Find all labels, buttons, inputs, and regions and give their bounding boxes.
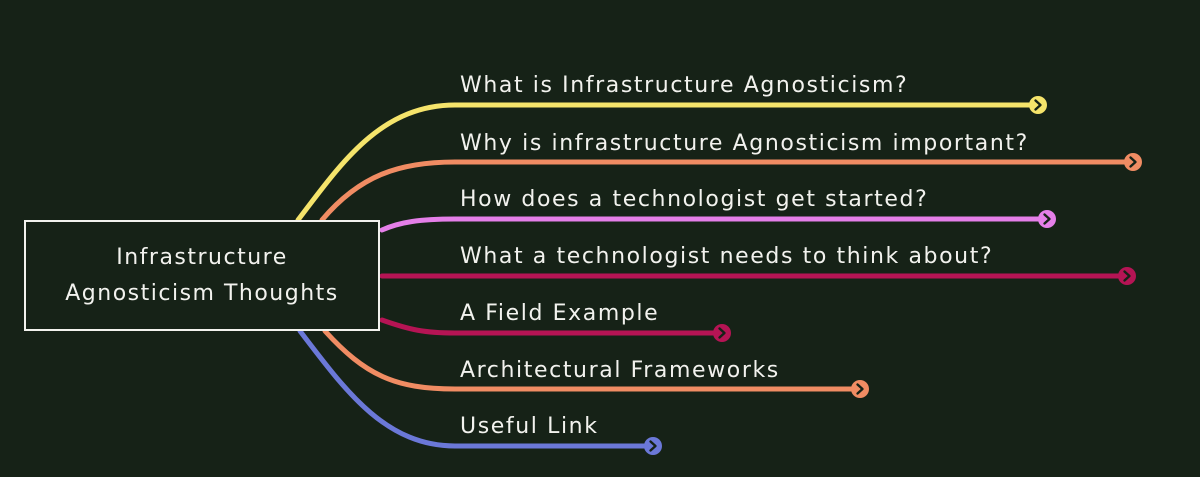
branch-connector-field-example — [379, 317, 718, 336]
branch-connector-what-is — [295, 102, 1033, 223]
chevron-right-icon[interactable] — [1124, 153, 1142, 171]
branch-label-field-example[interactable]: A Field Example — [460, 301, 660, 326]
branch-label-why-important[interactable]: Why is infrastructure Agnosticism import… — [460, 131, 1029, 156]
branch-label-frameworks[interactable]: Architectural Frameworks — [460, 358, 780, 383]
root-title: Infrastructure Agnosticism Thoughts — [65, 244, 339, 306]
chevron-right-icon[interactable] — [713, 324, 731, 342]
chevron-right-icon[interactable] — [1029, 96, 1047, 114]
chevron-right-icon[interactable] — [1118, 267, 1136, 285]
branch-label-think-about[interactable]: What a technologist needs to think about… — [460, 244, 994, 269]
branch-connector-why-important — [319, 159, 1128, 223]
chevron-right-icon[interactable] — [851, 380, 869, 398]
branch-label-get-started[interactable]: How does a technologist get started? — [460, 187, 929, 212]
branch-connector-get-started — [379, 216, 1043, 233]
branch-label-useful-link[interactable]: Useful Link — [460, 414, 599, 439]
branch-connector-useful-link — [297, 328, 649, 449]
chevron-right-icon[interactable] — [644, 437, 662, 455]
branch-connector-frameworks — [322, 328, 856, 392]
root-node[interactable]: Infrastructure Agnosticism Thoughts — [24, 220, 380, 331]
chevron-right-icon[interactable] — [1038, 210, 1056, 228]
branch-label-what-is[interactable]: What is Infrastructure Agnosticism? — [460, 73, 909, 98]
